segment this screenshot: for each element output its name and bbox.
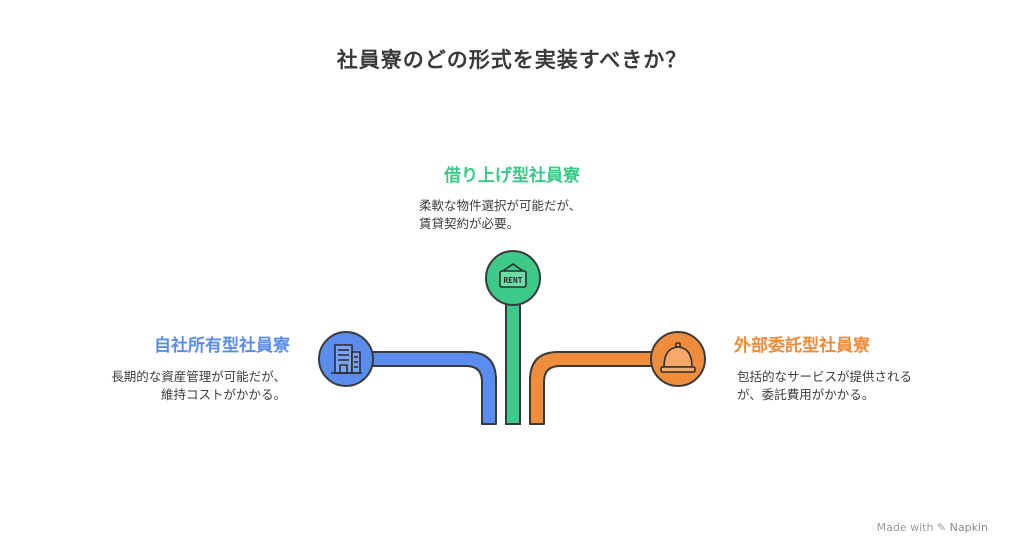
option-heading-leased: 借り上げ型社員寮 [444,166,580,186]
rent-sign-text: RENT [503,276,522,285]
service-bell-icon [660,342,696,373]
option-description-leased: 柔軟な物件選択が可能だが、 賃貸契約が必要。 [419,198,582,231]
footer-watermark: Made with ✎ Napkin [877,521,988,534]
left-node [318,331,374,387]
rent-sign-icon: RENT [499,263,527,288]
middle-branch-pipe [505,303,521,425]
left-branch-pipe [371,351,497,425]
middle-node: RENT [485,250,541,306]
building-icon [331,344,362,374]
right-branch-pipe [529,351,653,425]
made-with-label: Made with [876,521,934,534]
right-node [650,331,706,387]
option-heading-outsourced: 外部委託型社員寮 [734,336,870,356]
option-description-own: 長期的な資産管理が可能だが、 維持コストがかかる。 [111,369,286,402]
option-description-outsourced: 包括的なサービスが提供される が、委託費用がかかる。 [737,369,913,402]
page-title: 社員寮のどの形式を実装すべきか？ [336,48,688,72]
option-heading-own: 自社所有型社員寮 [154,336,290,356]
napkin-logo-icon: ✎ [936,521,947,534]
brand-name: Napkin [949,521,988,534]
